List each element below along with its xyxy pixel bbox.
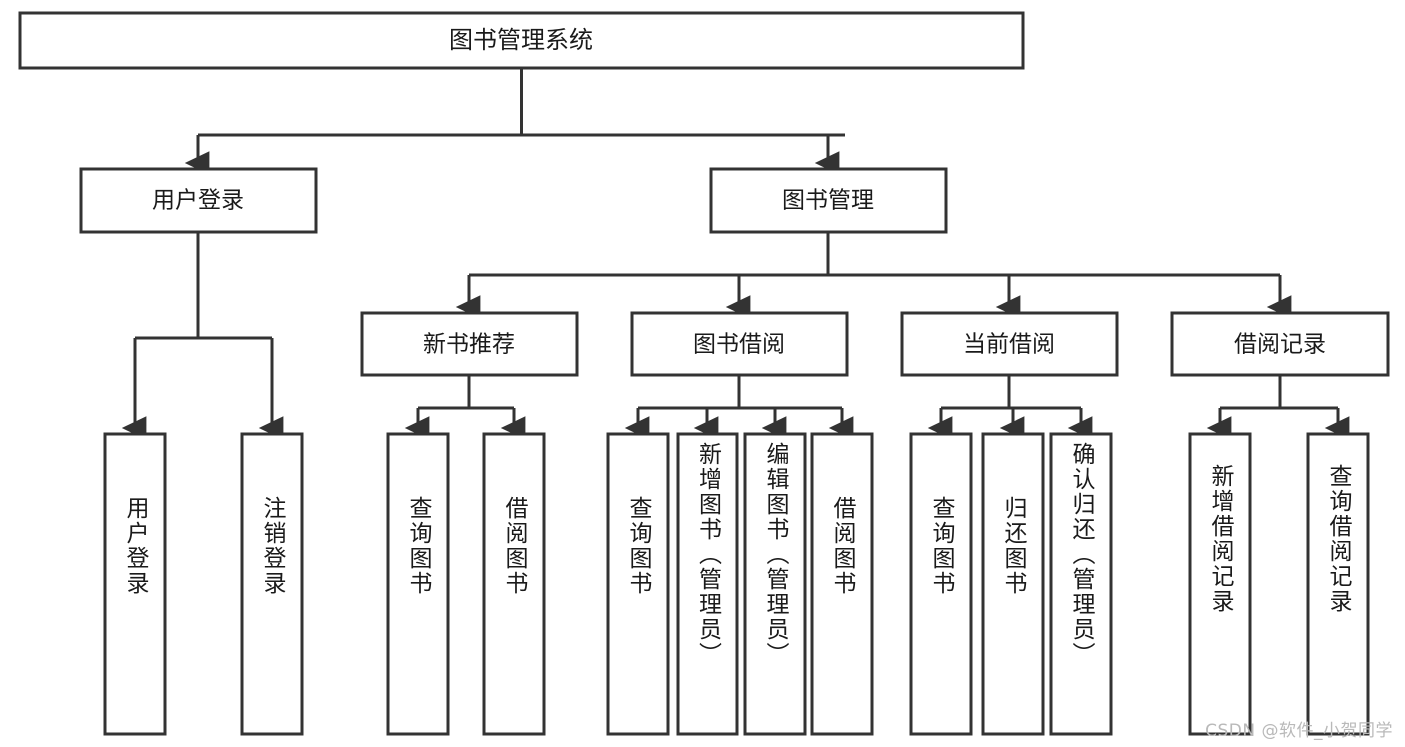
node-new-book-rec-label: 新书推荐 (423, 332, 515, 358)
leaf-boxes (103, 432, 1370, 736)
node-leaf-add-record-box[interactable] (1188, 432, 1252, 736)
node-leaf-query-book-rec-box[interactable] (386, 432, 450, 736)
node-root-box (18, 11, 1025, 70)
csdn-watermark: CSDN @软件_小贺同学 (1205, 721, 1393, 741)
node-book-manage-label: 图书管理 (782, 188, 874, 214)
edge-group-new-book-rec (404, 375, 526, 440)
node-user-login-label: 用户登录 (152, 188, 244, 214)
node-leaf-confirm-return-box[interactable] (1049, 432, 1113, 736)
node-book-manage[interactable]: 图书管理 (709, 167, 948, 234)
node-book-manage-box (709, 167, 948, 234)
node-leaf-add-book-box[interactable] (676, 432, 739, 736)
node-user-login-box (79, 167, 318, 234)
node-book-borrow-label: 图书借阅 (693, 332, 785, 358)
node-root-label: 图书管理系统 (449, 26, 593, 54)
node-book-borrow[interactable]: 图书借阅 (630, 311, 849, 377)
node-borrow-record-box (1170, 311, 1390, 377)
node-user-login[interactable]: 用户登录 (79, 167, 318, 234)
node-leaf-logout-box[interactable] (240, 432, 304, 736)
node-leaf-borrow-book-box[interactable] (810, 432, 874, 736)
node-borrow-record[interactable]: 借阅记录 (1170, 311, 1390, 377)
edge-group-root (184, 68, 845, 175)
edge-group-user-login (121, 232, 284, 440)
node-leaf-edit-book-box[interactable] (743, 432, 807, 736)
node-current-borrow[interactable]: 当前借阅 (900, 311, 1119, 377)
edge-group-book-borrow (624, 375, 854, 440)
node-root[interactable]: 图书管理系统 (18, 11, 1025, 70)
node-new-book-rec[interactable]: 新书推荐 (360, 311, 579, 377)
node-leaf-query-book-borrow-box[interactable] (606, 432, 670, 736)
node-book-borrow-box (630, 311, 849, 377)
node-current-borrow-label: 当前借阅 (963, 332, 1055, 358)
node-leaf-user-login-box[interactable] (103, 432, 167, 736)
node-leaf-return-book-box[interactable] (981, 432, 1045, 736)
node-new-book-rec-box (360, 311, 579, 377)
edge-group-book-manage (455, 232, 1292, 319)
node-current-borrow-box (900, 311, 1119, 377)
node-leaf-borrow-book-rec-box[interactable] (482, 432, 546, 736)
edge-group-current-borrow (927, 375, 1093, 440)
node-borrow-record-label: 借阅记录 (1234, 332, 1326, 358)
node-leaf-query-book-cur-box[interactable] (909, 432, 973, 736)
node-leaf-query-record-box[interactable] (1306, 432, 1370, 736)
edge-group-borrow-record (1206, 375, 1350, 440)
